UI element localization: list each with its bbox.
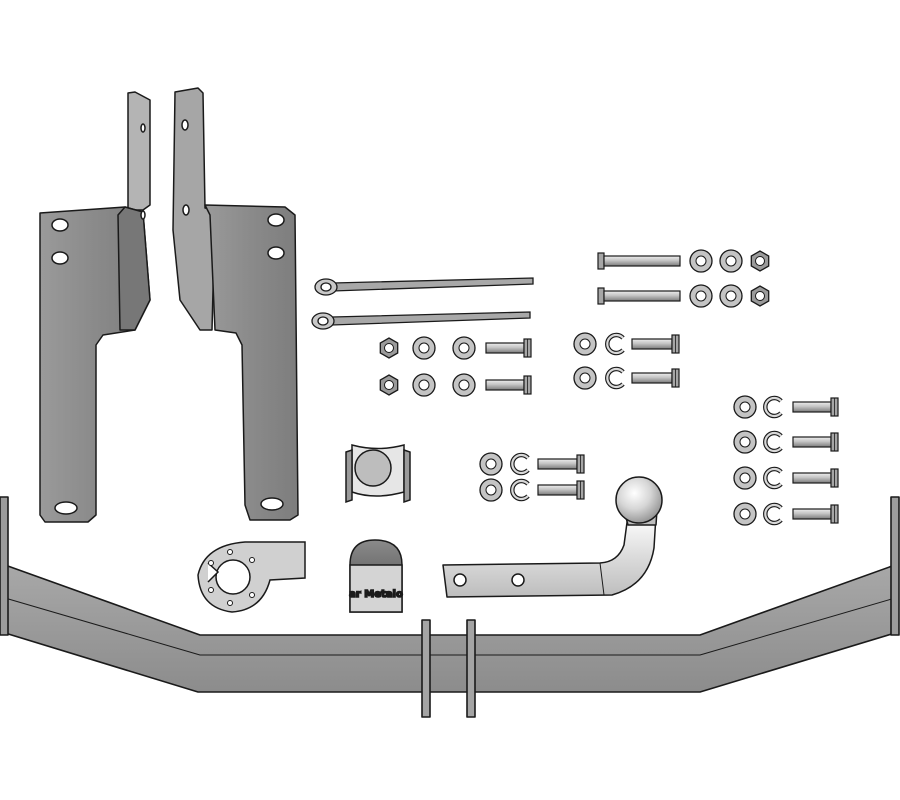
washer: [479, 478, 503, 502]
spring-washer: [763, 395, 783, 419]
washer: [689, 284, 713, 308]
bolt: [792, 432, 839, 452]
spring-washer-bolt-set: [573, 332, 680, 390]
tow-ball-cover: ar Metalo: [348, 539, 404, 613]
spring-washer: [763, 502, 783, 526]
washer: [412, 373, 436, 397]
bolt: [597, 287, 681, 305]
washer: [733, 502, 757, 526]
socket-mounting-plate: [197, 541, 306, 613]
crossbar-beam: [0, 496, 900, 718]
right-side-bracket: [172, 87, 299, 521]
spring-washer: [763, 466, 783, 490]
spring-washer: [605, 332, 625, 356]
washer: [719, 249, 743, 273]
bolt: [537, 480, 585, 500]
eye-rod-lower: [311, 311, 531, 330]
washer: [733, 395, 757, 419]
washer: [479, 452, 503, 476]
washer: [412, 336, 436, 360]
bolt: [485, 375, 532, 395]
washer: [452, 336, 476, 360]
washer: [573, 366, 597, 390]
washer: [733, 430, 757, 454]
nut-washer-bolt-set: [379, 336, 532, 397]
bolt: [485, 338, 532, 358]
washer: [689, 249, 713, 273]
spacer-sleeve: [345, 444, 411, 504]
bolt: [792, 504, 839, 524]
bolt: [792, 397, 839, 417]
ball-cover-print: ar Metalo: [349, 589, 403, 600]
hex-nut: [379, 374, 399, 396]
spring-washer: [763, 430, 783, 454]
eye-rod-upper: [314, 277, 534, 296]
bolt: [631, 368, 680, 388]
hex-nut: [750, 285, 770, 307]
tow-ball-neck: [442, 476, 663, 598]
bolt: [631, 334, 680, 354]
bolt: [597, 252, 681, 270]
spring-washer: [510, 478, 530, 502]
hex-nut: [750, 250, 770, 272]
washer: [733, 466, 757, 490]
right-bolt-set: [733, 395, 839, 526]
bolt: [537, 454, 585, 474]
spring-washer: [605, 366, 625, 390]
washer: [452, 373, 476, 397]
washer: [719, 284, 743, 308]
spring-washer: [510, 452, 530, 476]
washer: [573, 332, 597, 356]
small-bolt-set: [479, 452, 585, 502]
bolt: [792, 468, 839, 488]
hex-nut: [379, 337, 399, 359]
left-side-bracket: [39, 91, 151, 523]
long-bolt-set: [597, 249, 770, 308]
